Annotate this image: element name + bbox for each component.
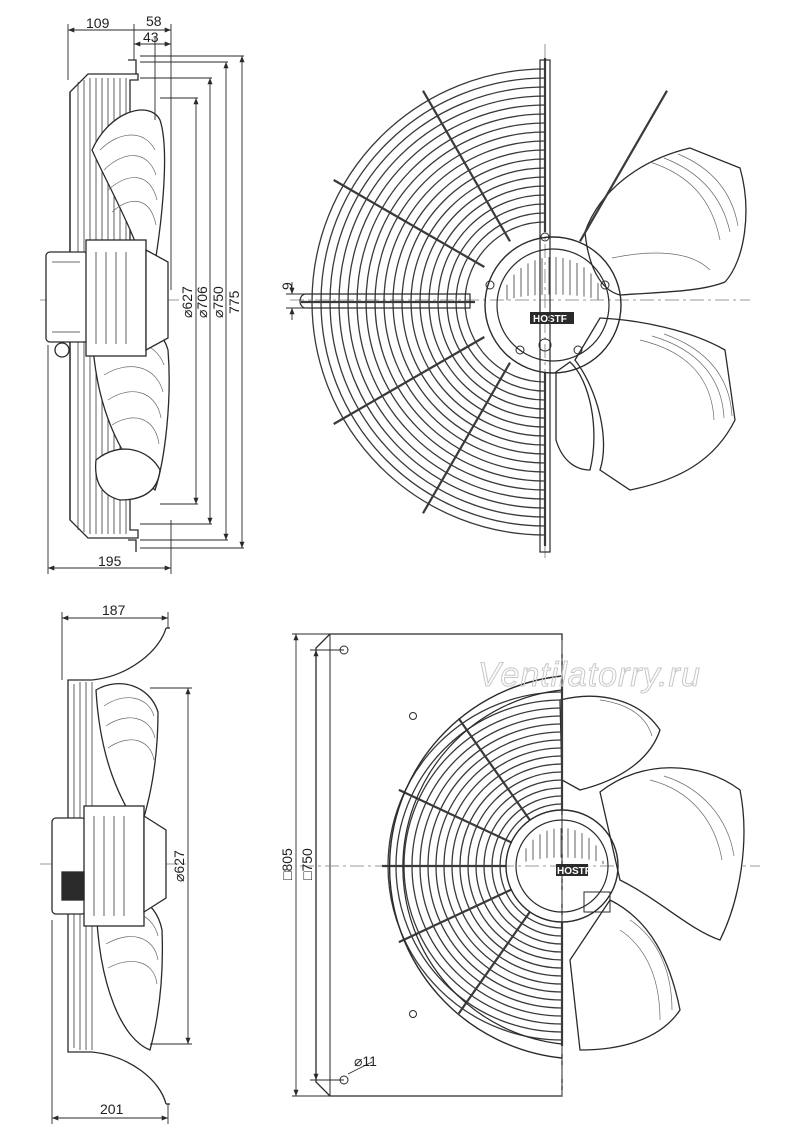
- dim-201: 201: [100, 1101, 124, 1117]
- side-view-top: 109 58 43 ⌀627 ⌀706 ⌀750 775 195: [40, 13, 245, 574]
- brand-logo-bottom: HOSTF: [557, 866, 591, 877]
- grille-spoke: [457, 717, 531, 821]
- dim-slot-9: 9: [279, 282, 295, 290]
- dim-d706: ⌀706: [194, 286, 210, 318]
- dim-sq805: □805: [279, 848, 295, 880]
- dim-hole-11: ⌀11: [354, 1053, 377, 1069]
- side-view-bottom: 187 ⌀627 201: [40, 602, 192, 1124]
- dim-d750: ⌀750: [210, 286, 226, 318]
- grille-spoke: [333, 336, 485, 425]
- grille-spoke: [579, 90, 668, 242]
- dim-58: 58: [146, 13, 162, 29]
- grille-spoke: [333, 179, 485, 268]
- grille-spoke: [422, 362, 511, 514]
- front-view-top: HOSTF 9: [279, 44, 750, 560]
- grille-ring: [464, 221, 546, 383]
- grille-spoke: [457, 911, 531, 1015]
- dim-d627-bottom: ⌀627: [171, 850, 187, 882]
- grille-spoke: [398, 788, 512, 844]
- dim-43: 43: [143, 29, 159, 45]
- dim-775: 775: [226, 290, 242, 314]
- dim-195: 195: [98, 553, 122, 569]
- dim-sq750: □750: [299, 848, 315, 880]
- grille-spoke: [422, 90, 511, 242]
- front-view-bottom: HOSTF □805 □750 ⌀11: [279, 633, 760, 1097]
- watermark: Ventilatorry.ru: [478, 656, 701, 694]
- grille-spoke: [398, 888, 512, 944]
- dim-109: 109: [86, 15, 110, 31]
- dim-187: 187: [102, 602, 126, 618]
- dim-d627: ⌀627: [179, 286, 195, 318]
